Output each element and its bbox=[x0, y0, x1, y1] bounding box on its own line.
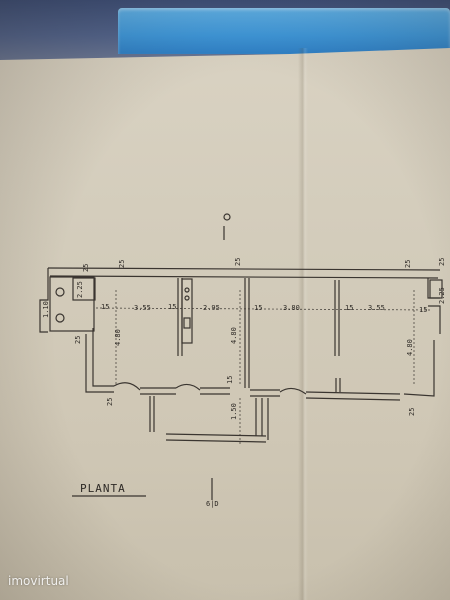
dim-110: 1.10 bbox=[42, 301, 50, 318]
dim-225-left: 2.25 bbox=[76, 281, 84, 298]
dim-15-a: 15 bbox=[101, 303, 109, 311]
sink-left bbox=[55, 313, 65, 323]
partition-1 bbox=[177, 278, 183, 356]
top-wall-outer bbox=[47, 267, 441, 271]
left-wall-upper bbox=[39, 268, 49, 333]
toilet-left bbox=[55, 287, 65, 297]
sink-kitchen bbox=[183, 317, 191, 329]
dim-25-h: 25 bbox=[408, 408, 416, 416]
shower-right bbox=[429, 279, 443, 299]
dim-380: 3.80 bbox=[283, 304, 300, 312]
dim-480-b: 4.80 bbox=[230, 327, 238, 344]
dim-25-f: 25 bbox=[74, 336, 82, 344]
dim-355-left: 3.55 bbox=[134, 304, 151, 312]
door-swing-1 bbox=[113, 382, 141, 391]
dim-480-a: 4.80 bbox=[114, 329, 122, 346]
bottom-wall-2 bbox=[200, 387, 230, 395]
watermark: imovirtual bbox=[8, 574, 69, 588]
kitchen-counter bbox=[181, 278, 193, 344]
section-cut-label: 6|D bbox=[206, 500, 219, 508]
bottom-wall-1 bbox=[140, 387, 176, 395]
dim-25-c: 25 bbox=[234, 258, 242, 266]
dim-295: 2.95 bbox=[203, 304, 220, 312]
plan-title: PLANTA bbox=[80, 482, 126, 495]
paper-fold bbox=[298, 48, 308, 600]
partition-3-stub bbox=[335, 378, 341, 392]
dim-line-h bbox=[95, 307, 433, 311]
dim-25-e: 25 bbox=[438, 258, 446, 266]
dim-25-a: 25 bbox=[82, 264, 90, 272]
dim-225-right: 2.25 bbox=[438, 287, 446, 304]
partition-3 bbox=[334, 280, 340, 356]
paper-sheet bbox=[0, 48, 450, 600]
dim-480-c: 4.80 bbox=[406, 339, 414, 356]
dim-15-e: 15 bbox=[419, 306, 427, 314]
door-swing-2 bbox=[175, 383, 201, 391]
porch-right bbox=[255, 398, 269, 440]
bottom-wall-4 bbox=[305, 391, 401, 401]
bottom-wall-3 bbox=[250, 389, 280, 397]
porch-bottom bbox=[165, 433, 267, 443]
left-wall-outer bbox=[85, 334, 114, 393]
section-symbol-top bbox=[223, 213, 231, 221]
hob-2 bbox=[184, 295, 190, 301]
door-swing-3 bbox=[279, 387, 307, 395]
bathroom-right-lower bbox=[428, 305, 441, 334]
dim-25-g: 25 bbox=[106, 398, 114, 406]
left-wall-inner bbox=[92, 328, 114, 387]
dim-355-right: 3.55 bbox=[368, 304, 385, 312]
bathroom-left bbox=[49, 276, 95, 332]
dim-15-c: 15 bbox=[254, 304, 262, 312]
hob-1 bbox=[184, 287, 190, 293]
dim-15-d: 15 bbox=[345, 304, 353, 312]
right-wall-lower bbox=[403, 340, 435, 397]
shower-left bbox=[72, 277, 96, 301]
partition-2 bbox=[244, 278, 250, 388]
dim-25-d: 25 bbox=[404, 260, 412, 268]
porch-left bbox=[149, 396, 155, 432]
top-wall-inner bbox=[49, 275, 439, 279]
blue-folder bbox=[118, 8, 450, 54]
dim-150: 1.50 bbox=[230, 403, 238, 420]
dim-15-f: 15 bbox=[226, 376, 234, 384]
dim-25-b: 25 bbox=[118, 260, 126, 268]
dim-15-b: 15 bbox=[168, 303, 176, 311]
